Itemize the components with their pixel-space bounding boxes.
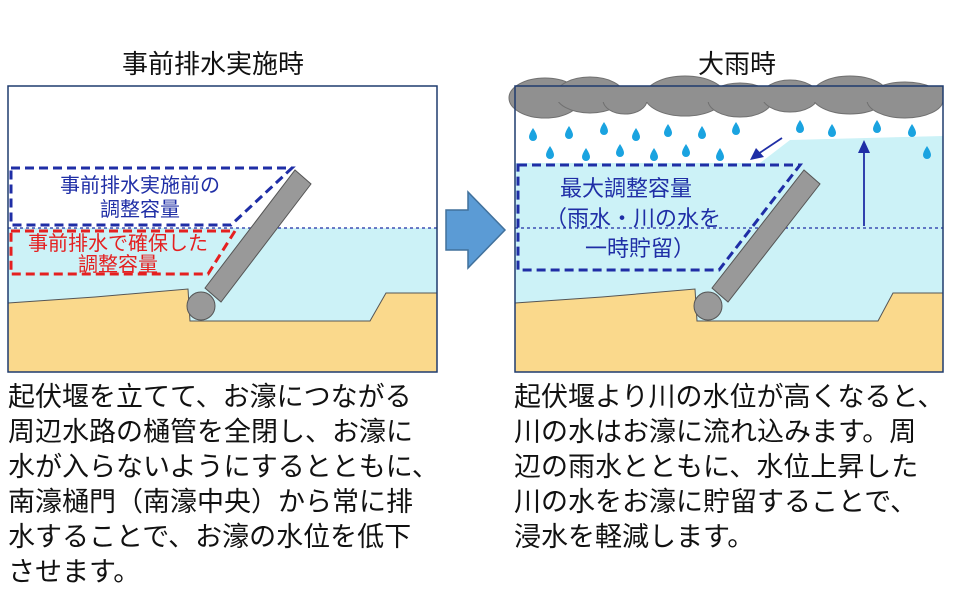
left-caption-line: 南濠樋門（南濠中央）から常に排 — [8, 487, 413, 518]
raindrops — [529, 120, 931, 161]
left-caption-line: 周辺水路の樋管を全閉し、お濠に — [8, 417, 413, 448]
right-panel: 最大調整容量 （雨水・川の水を 一時貯留） — [508, 75, 944, 373]
left-red-label-line-1: 事前排水で確保した — [28, 231, 208, 255]
right-caption-line: 川の水をお濠に貯留することで、 — [514, 487, 918, 518]
inflow-arrow-icon — [757, 137, 783, 155]
left-blue-dashed-region — [9, 166, 296, 227]
left-weir-hinge — [186, 291, 216, 321]
right-label-line-2: （雨水・川の水を — [545, 207, 721, 232]
left-red-dashed-region — [9, 229, 238, 276]
left-caption-line: させます。 — [8, 557, 141, 588]
right-panel-title: 大雨時 — [698, 50, 777, 80]
left-caption: 起伏堰を立てて、お濠につながる 周辺水路の樋管を全閉し、お濠に 水が入らないよう… — [8, 380, 439, 590]
inflow-arrow-head — [750, 148, 764, 160]
left-caption-line: 水が入らないようにするとともに、 — [8, 452, 439, 483]
right-label-line-1: 最大調整容量 — [560, 177, 692, 202]
right-weir-hinge — [693, 291, 723, 321]
right-weir-gate — [711, 169, 821, 303]
left-caption-line: 起伏堰を立てて、お濠につながる — [8, 382, 412, 413]
right-caption-line: 起伏堰より川の水位が高くなると、 — [514, 382, 945, 413]
left-blue-label-line-1: 事前排水実施前の — [60, 173, 220, 197]
left-caption-line: 水することで、お濠の水位を低下 — [8, 522, 412, 553]
right-caption-line: 辺の雨水とともに、水位上昇した — [514, 452, 919, 483]
left-panel: 事前排水実施前の 調整容量 事前排水で確保した 調整容量 — [7, 85, 438, 373]
right-caption-line: 川の水はお濠に流れ込みます。周 — [514, 417, 917, 448]
right-blue-dashed-region — [516, 163, 804, 272]
right-panel-border — [514, 85, 944, 373]
left-panel-title: 事前排水実施時 — [122, 50, 305, 80]
left-blue-label-line-2: 調整容量 — [100, 197, 180, 221]
right-caption-line: 浸水を軽減します。 — [514, 522, 755, 553]
left-panel-border — [7, 85, 438, 373]
transition-arrow-icon — [445, 190, 507, 270]
rise-arrow-head — [858, 140, 870, 153]
right-label-line-3: 一時貯留） — [585, 237, 695, 262]
left-weir-gate — [204, 169, 312, 303]
right-caption: 起伏堰より川の水位が高くなると、 川の水はお濠に流れ込みます。周 辺の雨水ととも… — [514, 380, 944, 555]
left-red-label-line-2: 調整容量 — [78, 252, 158, 276]
